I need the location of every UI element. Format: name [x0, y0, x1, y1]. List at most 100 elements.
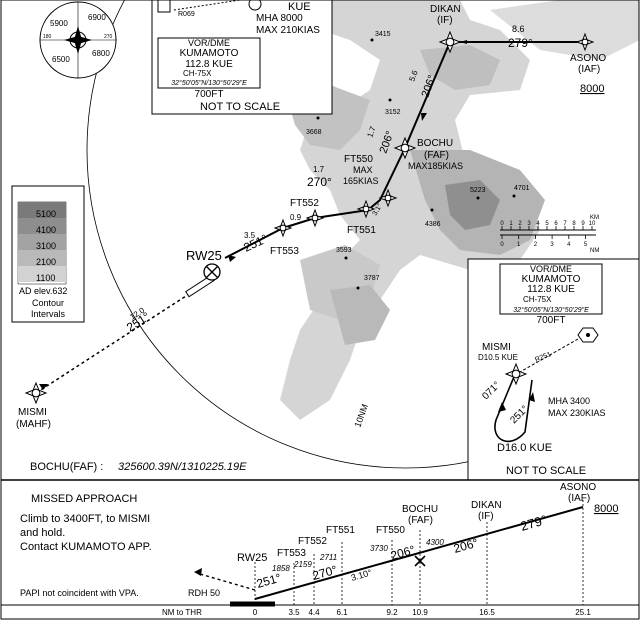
spot-elev: 4386 [425, 221, 441, 228]
msa-radial-east: 270 [104, 34, 113, 40]
leg-distance: 1.7 [313, 165, 325, 174]
fix-asono: ASONO (IAF) 8000 [570, 32, 606, 95]
spot-elev: 3668 [306, 129, 322, 136]
scale-km-tick-label: 6 [554, 221, 558, 227]
fix-ft550: FT550 MAX 165KIAS [343, 154, 398, 208]
arrow-dikan [421, 113, 427, 121]
rdh-label: RDH 50 [188, 588, 220, 598]
scale-km-tick-label: 0 [500, 221, 504, 227]
bochu-coord-value: 325600.39N/1310225.19E [118, 461, 247, 473]
profile-fix: DIKAN [471, 500, 502, 511]
right-vor-title: VOR/DME [530, 264, 572, 274]
right-fix: MISMI [482, 342, 511, 353]
spot-elev: 3593 [336, 247, 352, 254]
profile-altitude: 2711 [319, 553, 337, 562]
top-not-to-scale: NOT TO SCALE [200, 101, 280, 113]
scale-nm-tick-label: 3 [550, 242, 554, 248]
profile-fix: BOCHU [402, 504, 438, 515]
faf-cross [414, 555, 426, 567]
profile-course: 279° [519, 512, 549, 534]
profile-fix-role: (FAF) [408, 515, 433, 526]
scale-nm-tick-label: 1 [517, 242, 521, 248]
bochu-coord-label: BOCHU(FAF) : [30, 461, 103, 473]
scale-km-tick-label: 3 [527, 221, 531, 227]
fix-dikan: DIKAN (IF) [430, 4, 462, 54]
msa-sector-ne: 6900 [88, 13, 106, 22]
fix-mismi: MISMI (MAHF) [16, 381, 51, 430]
profile-fix: FT550 [376, 525, 405, 536]
fix-role: (IAF) [578, 64, 600, 75]
scale-km-tick-label: 1 [509, 221, 513, 227]
profile-altitude: 4300 [426, 538, 444, 547]
profile-fix: FT551 [326, 525, 355, 536]
distance-value: 9.2 [386, 608, 398, 617]
profile-fix: FT553 [277, 548, 306, 559]
scale-km-label: KM [590, 215, 599, 221]
fix-ft551: FT551 [347, 199, 376, 236]
distance-value: 25.1 [575, 608, 591, 617]
right-vor-channel: CH-75X [523, 295, 552, 304]
distance-value: 0 [253, 608, 258, 617]
msa-sector-nw: 5900 [50, 19, 68, 28]
fix-name: MISMI [18, 407, 47, 418]
right-not-to-scale: NOT TO SCALE [506, 465, 586, 477]
msa-radial-west: 180 [43, 34, 52, 40]
right-dme-end: D16.0 KUE [497, 442, 552, 454]
leg-distance: 1.7 [365, 125, 377, 139]
distance-value: 16.5 [479, 608, 495, 617]
glidepath-angle: 3.10° [350, 567, 373, 583]
profile-fix: ASONO [560, 482, 596, 493]
fix-speed-1: MAX [353, 165, 373, 175]
distance-value: 10.9 [412, 608, 428, 617]
spot-elev: 3152 [385, 109, 401, 116]
legend-level: 2100 [36, 257, 56, 267]
top-inset-mha: MHA 8000 [256, 13, 303, 24]
right-vor-elev: 700FT [537, 315, 566, 326]
profile-course: 206° [452, 536, 480, 556]
legend-level: 1100 [36, 273, 55, 283]
leg-course: 270° [307, 175, 332, 189]
right-vor-name: KUMAMOTO [522, 274, 581, 285]
fix-name: BOCHU [417, 138, 453, 149]
arrow-mismi [39, 384, 48, 390]
fix-name: RW25 [186, 248, 222, 263]
fix-ft553: FT553 [270, 218, 299, 257]
profile-fix-role: (IF) [478, 511, 494, 522]
scale-nm-tick-label: 2 [534, 242, 538, 248]
profile-fix: FT552 [298, 536, 327, 547]
spot-elev: 5223 [470, 187, 486, 194]
top-vor-coord: 32°50'05"N/130°50'29"E [171, 79, 247, 87]
fix-name: FT553 [270, 246, 299, 257]
profile-fix-marks [254, 500, 584, 605]
scale-km-tick-label: 5 [545, 221, 549, 227]
arrow-rw25 [228, 255, 236, 262]
legend-title-2: Intervals [31, 309, 66, 319]
papi-note: PAPI not coincident with VPA. [20, 588, 139, 598]
top-inset-fix: KUE [288, 1, 311, 13]
top-inset-max: MAX 210KIAS [256, 25, 320, 36]
approach-track [35, 41, 585, 394]
leg-distance: 0.9 [290, 213, 302, 222]
missed-line: Climb to 3400FT, to MISMI [20, 513, 150, 525]
right-mha: MHA 3400 [548, 396, 590, 406]
fix-speed: MAX185KIAS [408, 161, 463, 171]
top-vor-freq: 112.8 KUE [185, 59, 233, 70]
top-inset: R069 KUE MHA 8000 MAX 210KIAS VOR/DME KU… [151, 0, 333, 115]
spot-elev: 3787 [364, 275, 380, 282]
fix-name: DIKAN [430, 4, 461, 15]
terrain-legend: 5100 4100 3100 2100 1100 AD elev.632 Con… [11, 185, 85, 323]
right-vor-freq: 112.8 KUE [527, 284, 575, 295]
leg-distance: 8.6 [512, 24, 525, 34]
legend-level: 3100 [36, 241, 56, 251]
fix-name: FT551 [347, 225, 376, 236]
fix-altitude: 8000 [580, 83, 604, 95]
profile-altitude: 2159 [293, 560, 312, 569]
missed-title: MISSED APPROACH [31, 493, 137, 505]
profile-altitude: 1858 [272, 564, 290, 573]
scale-km-tick-label: 7 [563, 221, 567, 227]
scale-nm-tick-label: 5 [584, 242, 588, 248]
ring-distance-label: 10NM [352, 403, 370, 429]
right-vor-coord: 32°50'05"N/130°50'29"E [513, 306, 589, 314]
